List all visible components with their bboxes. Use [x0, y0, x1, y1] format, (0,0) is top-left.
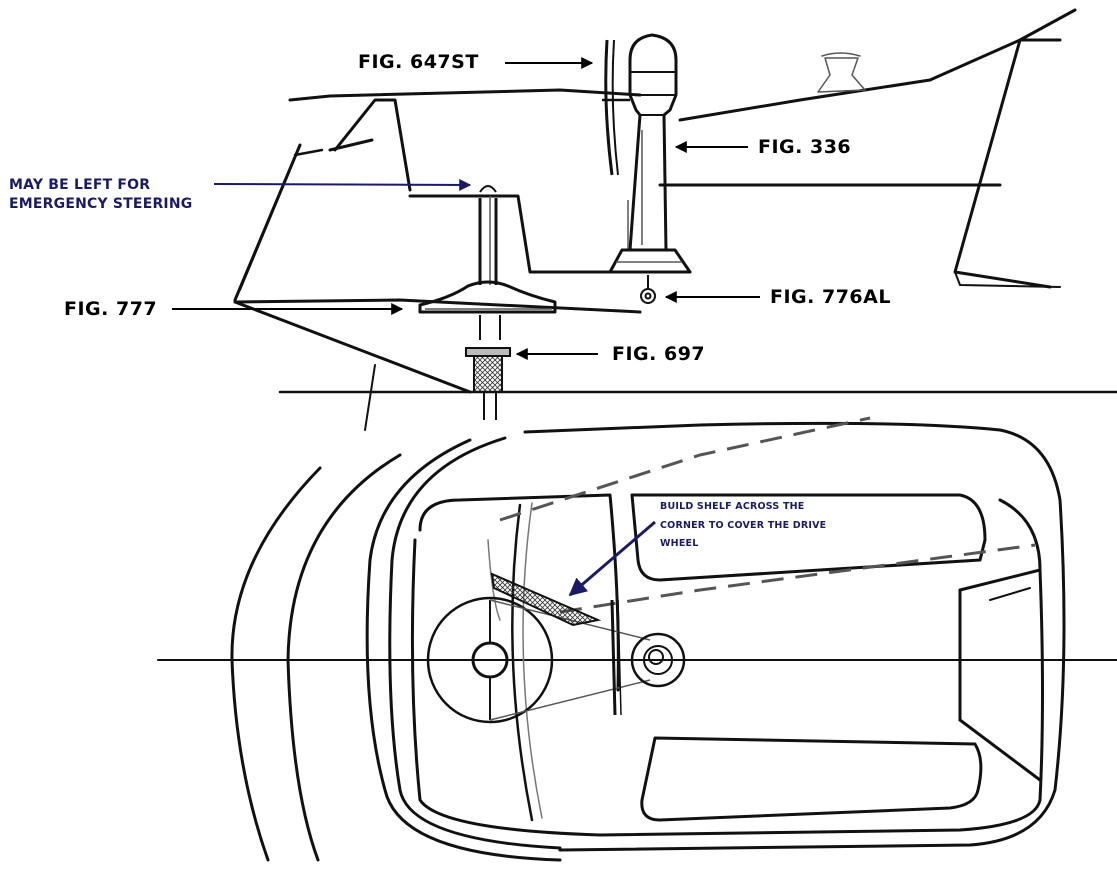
label-fig-647st: FIG. 647ST	[358, 51, 479, 73]
bow-lower	[953, 38, 1062, 289]
hull-sheer-line-aft	[678, 8, 1077, 122]
transom-inner2	[239, 169, 291, 291]
plan-outer-arc-1	[230, 466, 322, 862]
stern-outline	[333, 98, 412, 192]
cockpit-seat	[408, 194, 692, 274]
drive-disc-777	[418, 280, 557, 314]
plan-outer-arc-3	[365, 438, 562, 862]
plan-wheel-bar	[610, 599, 617, 716]
label-shelf-line1: BUILD SHELF ACROSS THE	[660, 501, 805, 512]
plan-drive-wheel	[426, 596, 554, 724]
keel-fin	[364, 364, 376, 431]
hull-bottom	[233, 300, 472, 394]
bow-edge	[954, 271, 1061, 288]
label-emergency-line1: MAY BE LEFT FOR	[9, 177, 151, 193]
plan-rail	[511, 503, 534, 822]
plan-cable-dashed	[499, 416, 1036, 614]
hull-chine	[233, 298, 642, 314]
arrow-shelf	[568, 520, 656, 597]
label-fig-777: FIG. 777	[64, 298, 158, 320]
leader-arrows	[172, 57, 760, 597]
emergency-post-777	[418, 185, 557, 340]
plan-forward-bulkhead	[958, 568, 1042, 592]
plan-seat-upper	[630, 493, 987, 582]
pedestal-base	[608, 248, 692, 274]
plan-drive-assembly	[426, 596, 686, 724]
steering-pedestal-336	[608, 33, 692, 274]
plan-deck-outline	[523, 421, 1066, 852]
idler-776al	[640, 275, 656, 304]
deck-cleat	[817, 57, 866, 93]
arrow-emergency	[213, 178, 472, 191]
hull-sheer-line	[288, 88, 642, 102]
plan-seat-lower	[640, 736, 983, 822]
stern-step	[328, 138, 374, 152]
plan-coaming	[418, 493, 620, 692]
steering-wheel-647st	[602, 39, 630, 176]
label-shelf-line3: WHEEL	[660, 538, 699, 550]
label-fig-336: FIG. 336	[758, 136, 852, 158]
label-shelf-line2: CORNER TO COVER THE DRIVE	[660, 519, 827, 531]
label-build-shelf: BUILD SHELF ACROSS THE CORNER TO COVER T…	[660, 498, 826, 554]
transom-inner	[293, 148, 324, 157]
plan-shelf	[490, 572, 602, 627]
label-emergency-steering: MAY BE LEFT FOR EMERGENCY STEERING	[9, 176, 192, 214]
side-view	[233, 8, 1117, 431]
label-emergency-line2: EMERGENCY STEERING	[9, 195, 193, 212]
plan-pulley	[630, 632, 686, 688]
plan-view	[157, 421, 1117, 862]
label-fig-697: FIG. 697	[612, 343, 706, 365]
coupling-697	[465, 347, 511, 420]
label-fig-776al: FIG. 776AL	[770, 286, 891, 308]
plan-outer-arc-4	[388, 436, 562, 850]
